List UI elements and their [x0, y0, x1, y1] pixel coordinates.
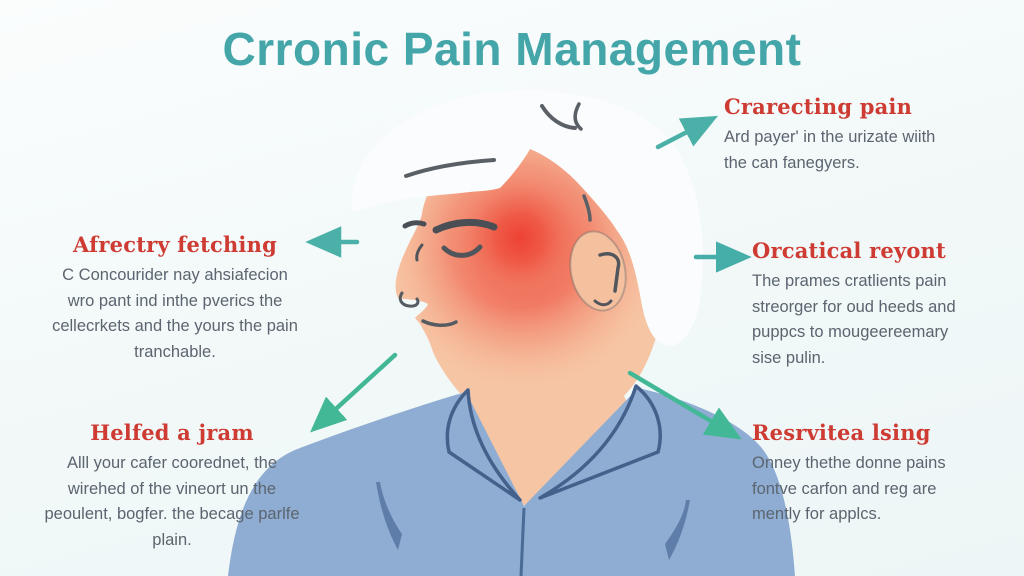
eye-corner: [415, 243, 424, 262]
callout-bottom-right-heading: Resrvitea lsing: [752, 420, 931, 445]
shirt: [228, 384, 795, 576]
callout-arrows: [305, 115, 752, 440]
nostril: [398, 291, 420, 308]
fold-left: [376, 482, 402, 550]
arrow-to-bottom-right-callout-icon: [627, 370, 742, 440]
collar-left: [445, 388, 522, 502]
callout-bottom-left-body: Alll your cafer coorednet, the wirehed o…: [44, 454, 300, 549]
closed-eye: [441, 244, 483, 258]
callout-right-body: The prames cratlients pain streorger for…: [752, 272, 956, 367]
callout-bottom-left-heading: Helfed a jram: [90, 420, 254, 445]
callout-left-body: C Concourider nay ahsiafecion wro pant i…: [52, 266, 298, 361]
callout-bottom-left: Helfed a jram Alll your cafer coorednet,…: [38, 420, 306, 553]
callout-right: Orcatical reyont The prames cratlients p…: [752, 238, 957, 371]
callout-top-right-body: Ard payer' in the urizate wiith the can …: [724, 128, 936, 172]
hair-strand-strokes: [404, 102, 592, 222]
shirt-placket: [519, 507, 526, 576]
arrow-to-top-right-callout-icon: [655, 115, 718, 150]
callout-top-right-heading: Crarecting pain: [724, 94, 913, 119]
facial-features: [398, 219, 498, 327]
mouth: [421, 319, 458, 327]
callout-bottom-right: Resrvitea lsing Onney thethe donne pains…: [752, 420, 968, 528]
collar-right: [538, 384, 662, 500]
callout-left-heading: Afrectry fetching: [73, 232, 277, 257]
ear: [569, 230, 627, 312]
page-title: Crronic Pain Management: [222, 23, 802, 75]
callout-left: Afrectry fetching C Concourider nay ahsi…: [50, 232, 300, 365]
callout-top-right: Crarecting pain Ard payer' in the urizat…: [724, 94, 939, 176]
fold-right: [665, 500, 690, 560]
eyebrow: [432, 219, 498, 234]
arrow-to-bottom-left-callout-icon: [310, 352, 398, 433]
callout-bottom-right-body: Onney thethe donne pains fontve carfon a…: [752, 454, 946, 524]
eyebrow-tip: [402, 220, 427, 229]
hair: [351, 90, 704, 346]
callout-right-heading: Orcatical reyont: [752, 238, 946, 263]
